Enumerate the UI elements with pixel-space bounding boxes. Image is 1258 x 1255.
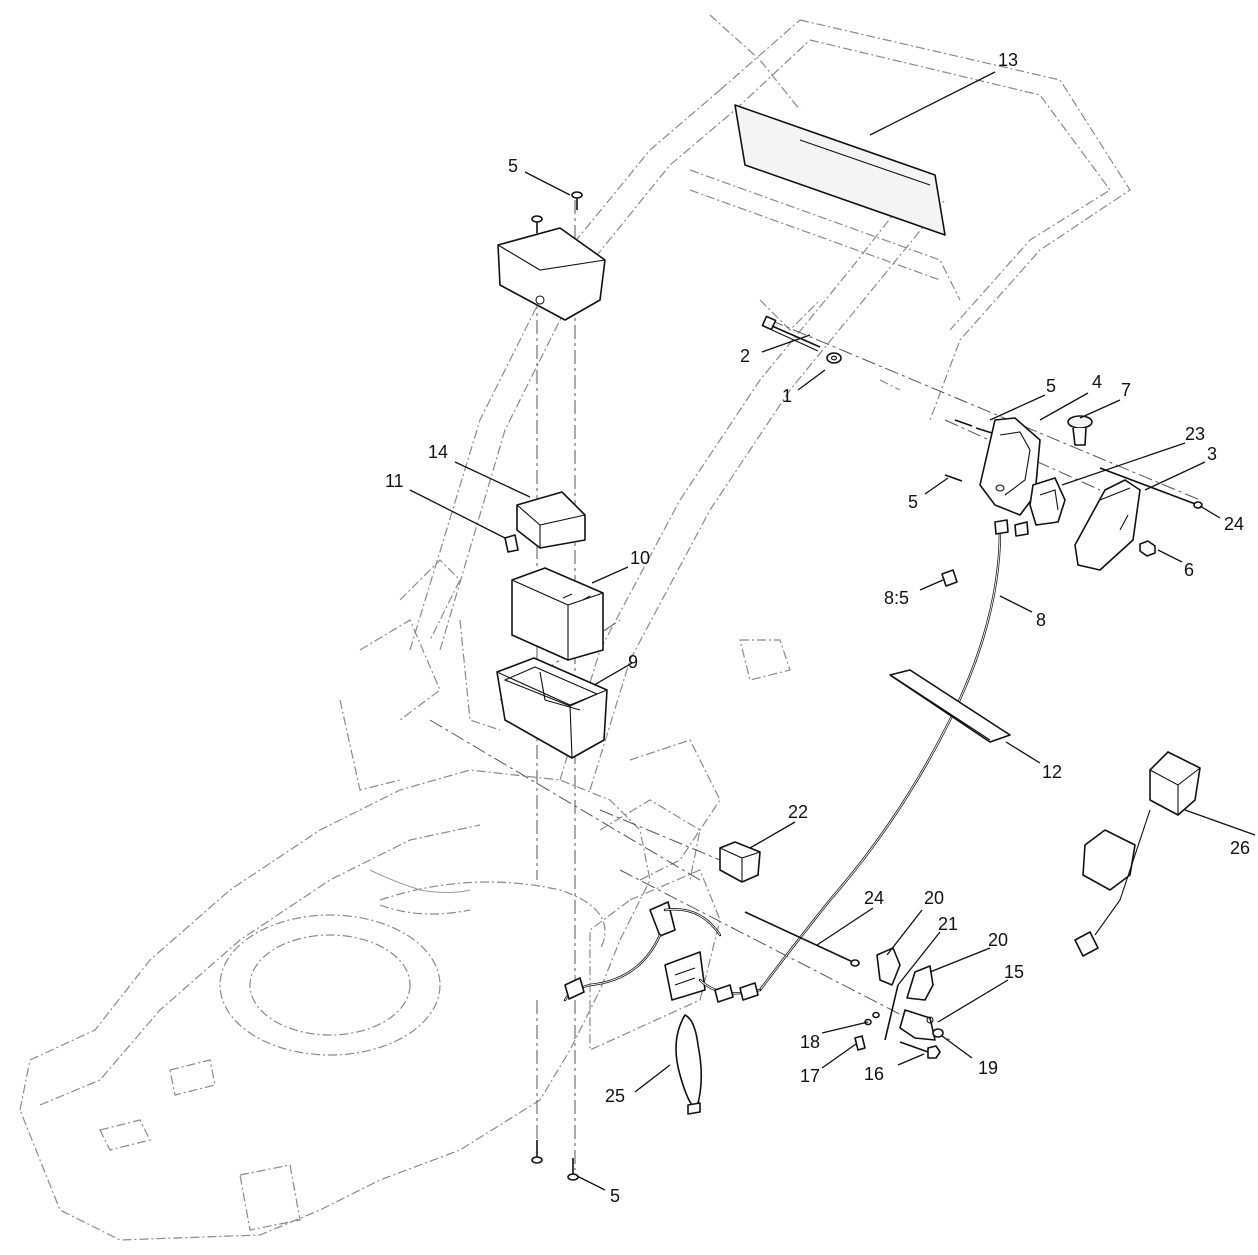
- part-26-charger: [1074, 751, 1201, 957]
- part-5-screws-mid: [944, 419, 993, 482]
- part-13-decal: [734, 104, 946, 236]
- part-10-battery: [511, 567, 604, 661]
- part-18-screws: [864, 1011, 880, 1026]
- callout-19: 19: [978, 1058, 998, 1078]
- callout-20-upper: 20: [924, 888, 944, 908]
- callout-5-mid-upper: 5: [1046, 376, 1056, 396]
- part-17-spring: [854, 1035, 866, 1051]
- callout-20-lower: 20: [988, 930, 1008, 950]
- part-11-clip: [504, 534, 519, 553]
- part-8-5-fuse: [941, 569, 958, 587]
- part-16-bolt: [899, 1041, 941, 1059]
- callout-5-top: 5: [508, 156, 518, 176]
- part-23-switch: [1029, 477, 1066, 526]
- callout-7: 7: [1121, 380, 1131, 400]
- callout-26: 26: [1230, 838, 1250, 858]
- callout-25: 25: [605, 1086, 625, 1106]
- callout-3: 3: [1207, 444, 1217, 464]
- callout-13: 13: [998, 50, 1018, 70]
- part-19-nut: [932, 1028, 944, 1038]
- callout-11: 11: [385, 471, 404, 491]
- leader-lines: [409, 71, 1256, 1191]
- part-7-knob: [1067, 415, 1093, 446]
- part-3-cover: [1074, 479, 1141, 571]
- part-12-decal: [889, 669, 1011, 743]
- part-22-relay: [719, 841, 761, 883]
- callout-6: 6: [1184, 560, 1194, 580]
- callout-15: 15: [1004, 962, 1024, 982]
- part-25-cable-tie: [675, 1014, 703, 1115]
- callout-24-top: 24: [1224, 514, 1244, 534]
- callout-23: 23: [1185, 424, 1205, 444]
- handle-frame-outline: [339, 14, 1131, 1051]
- callout-2: 2: [740, 346, 750, 366]
- mower-deck-outline: [19, 769, 651, 1241]
- callout-18: 18: [800, 1032, 820, 1052]
- part-20-bracket-b: [906, 965, 934, 1001]
- callout-4: 4: [1092, 372, 1102, 392]
- part-21-link: [884, 984, 899, 1041]
- callout-1: 1: [782, 386, 792, 406]
- callout-5-mid-lower: 5: [908, 492, 918, 512]
- callout-9: 9: [628, 652, 638, 672]
- part-6-nut: [1139, 540, 1156, 557]
- callout-8: 8: [1036, 610, 1046, 630]
- callout-17: 17: [800, 1066, 820, 1086]
- callout-8-5: 8:5: [884, 588, 909, 608]
- part-4-switch-housing: [979, 417, 1041, 516]
- part-8-wire-harness: [758, 519, 1029, 992]
- callout-10: 10: [630, 548, 650, 568]
- part-battery-cover: [497, 227, 606, 321]
- controller-cluster: [563, 901, 762, 1003]
- part-24-rod-bottom: [744, 911, 860, 967]
- part-14-pad: [516, 491, 586, 549]
- callout-21: 21: [938, 914, 958, 934]
- part-2-bolt: [761, 315, 821, 352]
- callout-24-bottom: 24: [864, 888, 884, 908]
- callout-5-bottom: 5: [610, 1186, 620, 1206]
- part-5-screws-bottom: [531, 1140, 579, 1181]
- part-5-screw-top: [531, 191, 583, 233]
- callout-22: 22: [788, 802, 808, 822]
- callout-labels: 13 5 2 1 5 4 7 23 3 14 11 5 24 10 6 8:5 …: [385, 50, 1250, 1206]
- callout-12: 12: [1042, 762, 1062, 782]
- part-9-battery-tray: [496, 657, 608, 759]
- part-20-bracket-a: [876, 947, 901, 986]
- callout-16: 16: [864, 1064, 884, 1084]
- part-1-washer: [826, 352, 842, 364]
- callout-14: 14: [428, 442, 448, 462]
- part-15-plate: [899, 1009, 936, 1041]
